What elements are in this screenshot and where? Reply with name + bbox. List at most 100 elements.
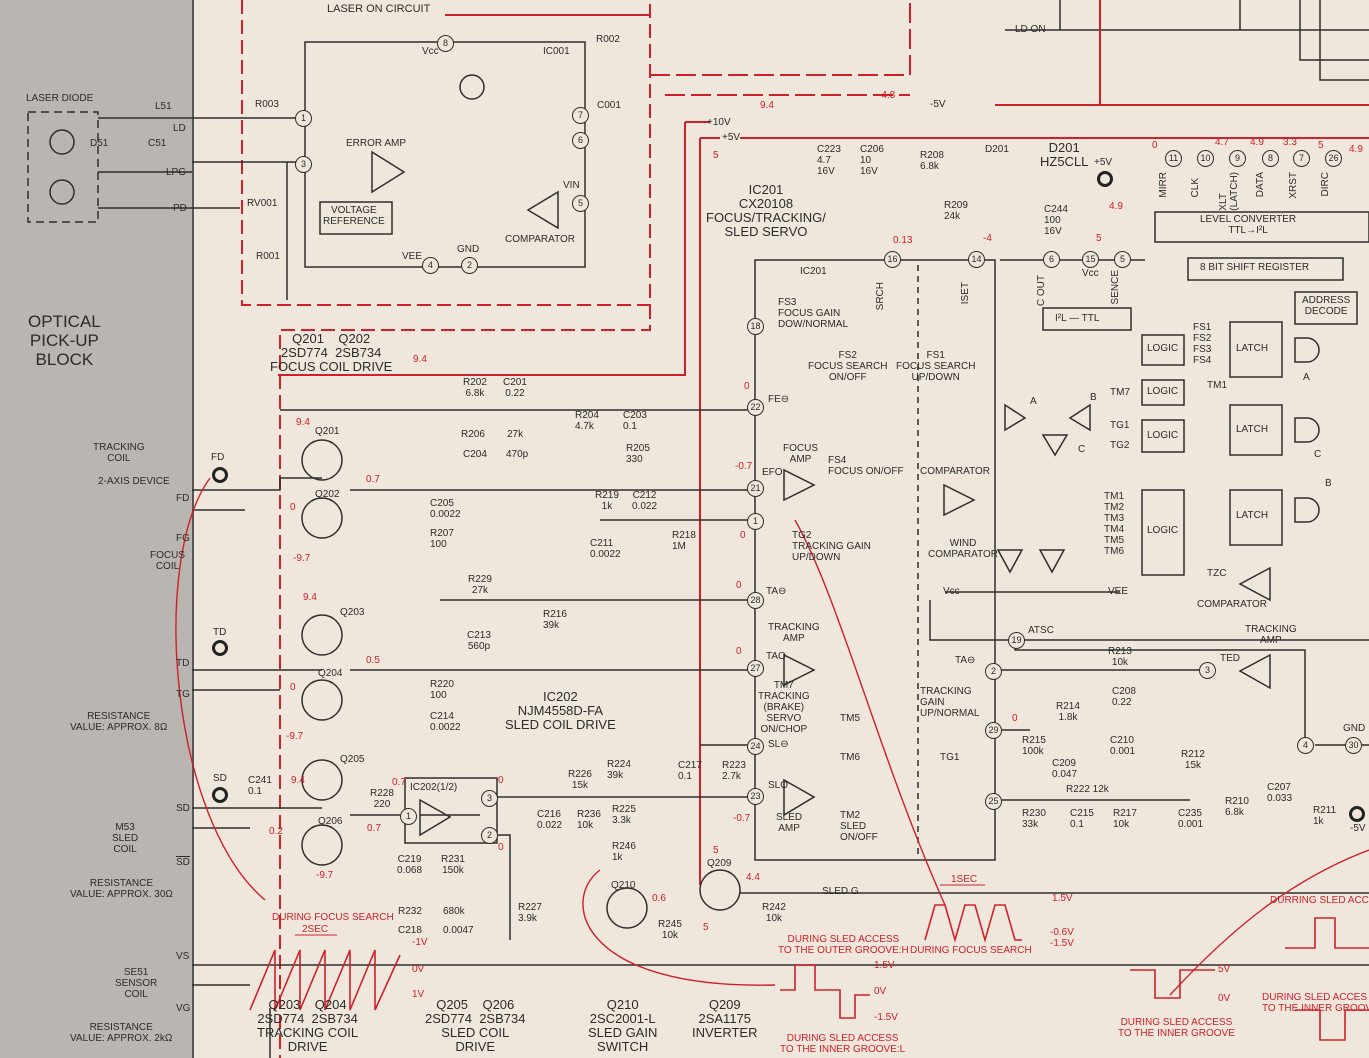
- laser-diode-box: [27, 111, 99, 223]
- xlt-label: XLT (LATCH): [1218, 172, 1240, 211]
- r226-label: R226 15k: [568, 769, 592, 791]
- plus-10v-label: +10V: [707, 117, 731, 128]
- c209-label: C209 0.047: [1052, 758, 1078, 780]
- pin-fd-label: FD: [176, 493, 190, 504]
- c208-label: C208 0.22: [1112, 686, 1136, 708]
- ic201-pin-15: 15: [1082, 251, 1099, 268]
- sl-label: SL⊖: [768, 739, 789, 750]
- ted-label: TED: [1220, 653, 1240, 664]
- c206-label: C206 10 16V: [860, 144, 884, 177]
- node-b-right-label: B: [1325, 478, 1332, 489]
- voltage-minus-0-7-pin21: -0.7: [735, 461, 753, 472]
- voltage-9-4-q205: 9.4: [291, 775, 305, 786]
- ic001-label: IC001: [543, 46, 570, 57]
- latch-box-3: [1229, 489, 1283, 546]
- voltage-9-4-q203: 9.4: [303, 592, 317, 603]
- r206-value: 27k: [507, 429, 524, 440]
- voltage-minus-0-7-pin23: -0.7: [733, 813, 751, 824]
- r236-label: R236 10k: [577, 809, 601, 831]
- r225-label: R225 3.3k: [612, 804, 636, 826]
- tm2-label: TM2 SLED ON/OFF: [840, 810, 878, 843]
- tracking-amp-ic201-label: TRACKING AMP: [768, 622, 820, 644]
- voltage-3-3: 3.3: [1283, 137, 1297, 148]
- r223-label: R223 2.7k: [722, 760, 746, 782]
- address-decode-label: ADDRESS DECODE: [1302, 295, 1351, 317]
- shift-register-box: [1187, 257, 1344, 281]
- sled-access-inner-note-right: DURING SLED ACCES TO THE INNER GROOVE: [1262, 992, 1369, 1014]
- pin-vg-label: VG: [176, 1003, 191, 1014]
- pin-sd-label: SD: [176, 803, 190, 814]
- l51-label: L51: [155, 101, 172, 112]
- voltage-4-9-data: 4.9: [1250, 137, 1264, 148]
- r217-label: R217 10k: [1113, 808, 1137, 830]
- r232-value: 680k: [443, 906, 465, 917]
- r218-label: R218 1M: [672, 530, 696, 552]
- c214-label: C214 0.0022: [430, 711, 461, 733]
- r219-label: R219 1k: [595, 490, 619, 512]
- ic201-pin-1: 1: [747, 513, 764, 530]
- node-c-right-label: C: [1314, 449, 1322, 460]
- gnd-right-label: GND: [1343, 723, 1366, 734]
- ic001-pin-8: 8: [437, 35, 454, 52]
- latch-1-label: LATCH: [1236, 343, 1269, 354]
- q202-label: Q202: [315, 489, 340, 500]
- laser-circuit-frame: [241, 0, 651, 306]
- focus-coil-drive-header: Q201 Q202 2SD774 2SB734 FOCUS COIL DRIVE: [270, 331, 393, 374]
- wave1-minus1v-label: -1V: [412, 937, 428, 948]
- ic201-pin-19: 19: [1008, 632, 1025, 649]
- ic201-pin-16: 16: [884, 251, 901, 268]
- minus-4-8-label: -4.8: [878, 90, 896, 101]
- c215-label: C215 0.1: [1070, 808, 1094, 830]
- voltage-0-ic202-pin3: 0: [498, 775, 504, 786]
- r003-label: R003: [255, 99, 279, 110]
- c244-label: C244 100 16V: [1044, 204, 1068, 237]
- wave1-0v-label: 0V: [412, 964, 425, 975]
- ic201-name-label: IC201 CX20108 FOCUS/TRACKING/ SLED SERVO: [706, 182, 826, 239]
- dirc-label: DIRC: [1320, 172, 1331, 197]
- pin-sd-bar-label: SD: [176, 857, 190, 868]
- inverter-label: Q209 2SA1175 INVERTER: [692, 997, 758, 1040]
- sled-coil-drive-label: Q205 Q206 2SD774 2SB734 SLED COIL DRIVE: [425, 997, 526, 1054]
- focus-coil-label: FOCUS COIL: [150, 550, 185, 572]
- test-point-sd: [212, 787, 228, 803]
- latch-2-label: LATCH: [1236, 424, 1269, 435]
- ic202-pin-1: 1: [400, 808, 417, 825]
- test-point-sd-label: SD: [213, 773, 227, 784]
- voltage-0-7-r228: 0.7: [367, 823, 381, 834]
- minus-5v-right-label: -5V: [1350, 823, 1366, 834]
- wave3-minus-1-5v-label: -1.5V: [1050, 938, 1074, 949]
- voltage-0-7-ic202-in: 0.7: [392, 777, 406, 788]
- laser-on-circuit-title: LASER ON CIRCUIT: [327, 3, 431, 15]
- c217-label: C217 0.1: [678, 760, 702, 782]
- r246-label: R246 1k: [612, 841, 636, 863]
- r212-label: R212 15k: [1181, 749, 1205, 771]
- right-pin-30: 30: [1345, 737, 1362, 754]
- slo-label: SLO: [768, 780, 789, 791]
- clk-label: CLK: [1190, 178, 1201, 198]
- c210-label: C210 0.001: [1110, 735, 1136, 757]
- sled-access-note-right: DURRING SLED ACCE: [1270, 895, 1369, 906]
- tg2-logic-label: TG2: [1110, 440, 1130, 451]
- voltage-0-mirr: 0: [1152, 140, 1158, 151]
- i2l-ttl-label: I²L — TTL: [1055, 313, 1100, 324]
- r202-label: R202 6.8k: [463, 377, 487, 399]
- two-sec-note: 2SEC: [302, 924, 329, 935]
- ic001-pin-1: 1: [295, 110, 312, 127]
- q204-label: Q204: [318, 668, 343, 679]
- ic201-pin-21: 21: [747, 480, 764, 497]
- c235-label: C235 0.001: [1178, 808, 1204, 830]
- r242-label: R242 10k: [762, 902, 786, 924]
- tg1-logic-label: TG1: [1110, 420, 1130, 431]
- tracking-gain-label: TRACKING GAIN UP/NORMAL: [920, 686, 980, 719]
- error-amp-symbol: [371, 150, 406, 194]
- one-sec-note: 1SEC: [951, 874, 978, 885]
- level-converter-label: LEVEL CONVERTER TTL→I²L: [1200, 214, 1297, 236]
- q201-label: Q201: [315, 426, 340, 437]
- tm1-latch-label: TM1: [1207, 380, 1227, 391]
- minus-5v-label: -5V: [930, 99, 946, 110]
- r222-label: R222 12k: [1066, 784, 1109, 795]
- logic-1-label: LOGIC: [1147, 343, 1179, 354]
- wave4-5v-label: 5V: [1218, 964, 1231, 975]
- address-decode-box: [1294, 291, 1358, 325]
